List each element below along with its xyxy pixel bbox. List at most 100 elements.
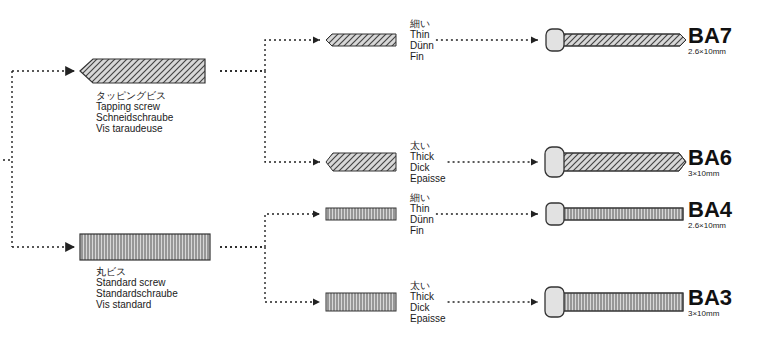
thin-tapping-screw [326, 34, 396, 46]
thin-standard-screw [326, 208, 396, 220]
node-text: Standard screw [96, 277, 218, 288]
node-text: Schneidschraube [96, 112, 218, 123]
arrow-head [531, 211, 538, 218]
node-text: Fin [410, 225, 434, 236]
arrow-head [531, 299, 538, 306]
screw-thread [563, 293, 683, 311]
arrow-head [313, 211, 320, 218]
screw-thread [563, 34, 686, 46]
screw-body [80, 234, 210, 260]
arrow-head [531, 37, 538, 44]
node-text: 2.6×10mm [688, 47, 732, 57]
dotted-arrow [436, 211, 538, 218]
screw-head [546, 29, 564, 51]
dotted-arrow [220, 71, 320, 166]
screw-head [545, 147, 564, 177]
dotted-line [436, 39, 538, 40]
screw-thread [326, 153, 396, 171]
dotted-line [448, 301, 538, 302]
ba4-screw [546, 203, 683, 225]
node-heading: BA7 [688, 24, 732, 47]
node-text: Epaisse [410, 173, 446, 184]
dotted-line [220, 247, 320, 302]
node-heading: タッピングビス [96, 90, 218, 101]
dotted-line [220, 71, 320, 162]
node-text: Dünn [410, 214, 434, 225]
screw-thread [326, 34, 396, 46]
screw-thread [326, 293, 396, 311]
screw-head [545, 287, 564, 317]
ba3-screw [545, 287, 683, 317]
screw-code: BA63×10mm [540, 146, 732, 179]
node-text: 3×10mm [688, 309, 732, 319]
node-heading: 細い [410, 192, 434, 203]
node-text: Vis taraudeuse [96, 123, 218, 134]
node-text: Dick [410, 302, 446, 313]
screw-thread [80, 59, 205, 83]
entry-branch [3, 71, 74, 247]
screw-thread [326, 153, 396, 171]
node-heading: 細い [410, 18, 434, 29]
arrow-head [313, 299, 320, 306]
node-heading: BA6 [688, 146, 732, 169]
dotted-arrow [448, 159, 538, 166]
node-text: Tapping screw [96, 101, 218, 112]
node-text: Dick [410, 162, 446, 173]
screw-thread [563, 208, 683, 220]
arrow-head [531, 159, 538, 166]
screw-thread [326, 293, 396, 311]
tapping-screw [80, 59, 205, 83]
node-heading: BA4 [688, 198, 732, 221]
standard-screw [80, 234, 210, 260]
screw-code: BA42.6×10mm [540, 198, 732, 231]
node-text: Dünn [410, 40, 434, 51]
screw-thread [563, 34, 686, 46]
node-text: Thin [410, 29, 434, 40]
thickness-group: 太いThickDickEpaisse [322, 140, 446, 184]
thickness-group: 細いThinDünnFin [322, 192, 434, 236]
screw-thread [326, 34, 396, 46]
dotted-line [220, 40, 320, 71]
thick-tapping-screw [326, 153, 396, 171]
node-text: Standardschraube [96, 288, 218, 299]
screw-code: BA33×10mm [540, 286, 732, 319]
dotted-arrow [12, 246, 74, 247]
dotted-arrow [220, 247, 320, 306]
node-text: Thick [410, 151, 446, 162]
node-text: Thin [410, 203, 434, 214]
arrow-head [313, 37, 320, 44]
thick-standard-screw [326, 293, 396, 311]
screw-thread [326, 208, 396, 220]
node-text: Epaisse [410, 313, 446, 324]
dotted-line [3, 159, 12, 160]
node-heading: 太い [410, 140, 446, 151]
screw-thread [563, 153, 686, 171]
dotted-arrow [12, 70, 74, 71]
screw-body [80, 59, 205, 83]
ba6-screw [545, 147, 686, 177]
screw-head [546, 203, 564, 225]
screw-type-group: 丸ビスStandard screwStandardschraubeVis sta… [78, 228, 218, 310]
node-text: Thick [410, 291, 446, 302]
screw-thread [563, 208, 683, 220]
node-heading: 丸ビス [96, 266, 218, 277]
screw-type-group: タッピングビスTapping screwSchneidschraubeVis t… [78, 52, 218, 134]
thickness-group: 細いThinDünnFin [322, 18, 434, 62]
node-text: 2.6×10mm [688, 221, 732, 231]
node-text: Fin [410, 51, 434, 62]
dotted-line [11, 71, 12, 247]
screw-code: BA72.6×10mm [540, 24, 732, 57]
dotted-line [436, 213, 538, 214]
node-text: 3×10mm [688, 169, 732, 179]
screw-thread [563, 153, 686, 171]
node-heading: 太い [410, 280, 446, 291]
screw-thread [326, 208, 396, 220]
ba7-screw [546, 29, 686, 51]
dotted-arrow [448, 299, 538, 306]
arrow-head [313, 159, 320, 166]
node-heading: BA3 [688, 286, 732, 309]
screw-thread [563, 293, 683, 311]
dotted-arrow [220, 37, 320, 72]
thickness-group: 太いThickDickEpaisse [322, 280, 446, 324]
